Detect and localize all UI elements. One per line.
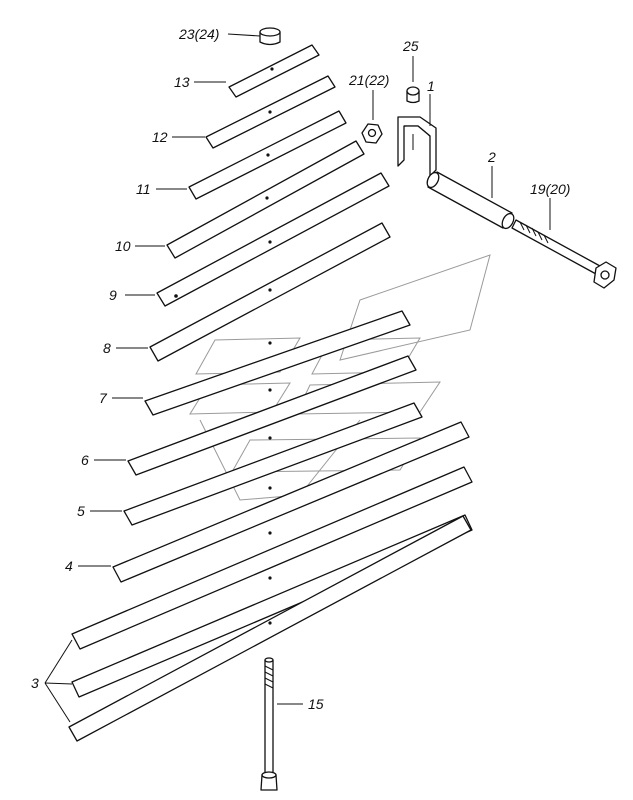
leaf-12 (205, 75, 336, 149)
cap-25 (406, 86, 420, 104)
leaf-6 (127, 355, 417, 476)
nut-21-22 (361, 123, 383, 144)
leaf-4 (112, 421, 470, 583)
label-3: 3 (31, 675, 39, 691)
label-8: 8 (103, 340, 111, 356)
label-23-24: 23(24) (178, 26, 219, 42)
leaf-3c (68, 515, 472, 742)
label-25: 25 (402, 38, 419, 54)
label-19-20: 19(20) (530, 181, 570, 197)
label-6: 6 (81, 452, 89, 468)
label-10: 10 (115, 238, 131, 254)
nut-23-24 (259, 27, 281, 46)
leaf-5 (123, 402, 423, 526)
leaf-11 (188, 110, 347, 200)
bolt-19-20 (511, 219, 617, 289)
label-4: 4 (65, 558, 73, 574)
leader-lines (44, 33, 551, 723)
label-2: 2 (487, 149, 496, 165)
clip-bracket-1 (397, 116, 437, 177)
leaf-7 (144, 310, 411, 416)
sleeve-2 (426, 171, 515, 230)
leaf-8 (149, 222, 391, 362)
label-7: 7 (99, 390, 108, 406)
leaf-10 (166, 140, 365, 259)
label-21-22: 21(22) (348, 72, 389, 88)
label-9: 9 (109, 287, 117, 303)
label-12: 12 (152, 129, 168, 145)
leaf-13 (228, 44, 320, 98)
label-5: 5 (77, 503, 85, 519)
label-15: 15 (308, 696, 324, 712)
leaf-3b (71, 514, 473, 698)
center-bolt-15 (260, 657, 278, 791)
leaf-9 (156, 172, 390, 307)
label-11: 11 (136, 181, 151, 197)
label-13: 13 (174, 74, 190, 90)
label-1: 1 (427, 78, 435, 94)
leaf-3a (71, 466, 473, 650)
